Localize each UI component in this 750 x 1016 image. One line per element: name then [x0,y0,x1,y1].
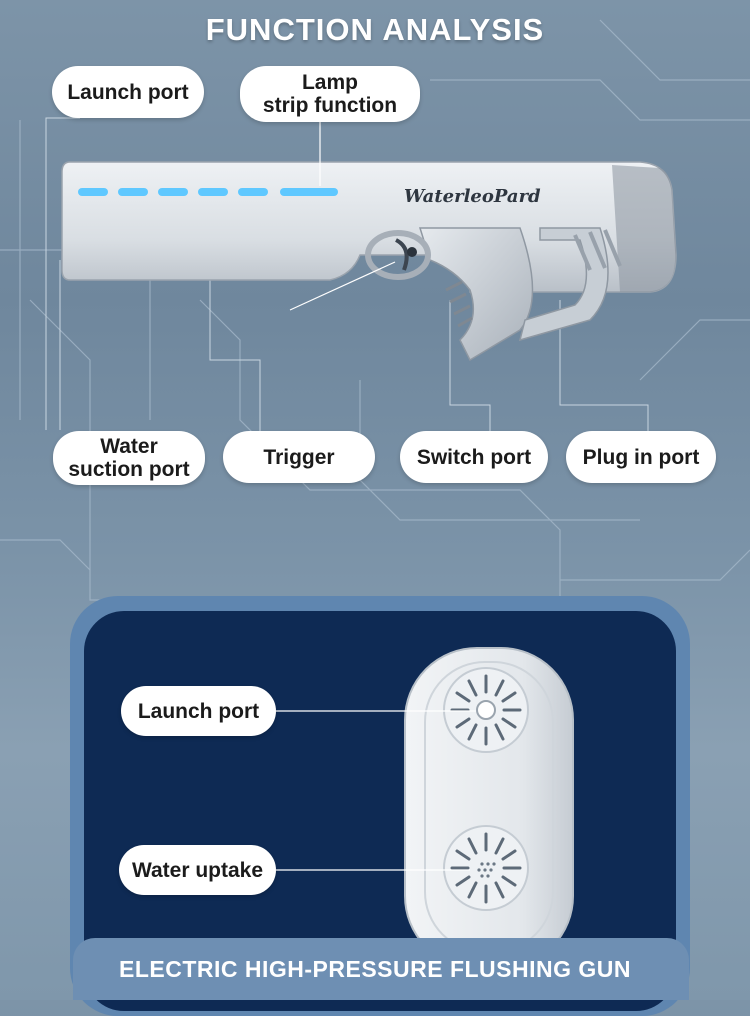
label-text: Launch port [137,699,260,723]
label-text: Lamp [301,71,358,94]
label-text: Switch port [416,445,532,469]
gun-grip [418,227,534,362]
launch-port-vent-icon [443,667,529,753]
lamp-strip [78,188,338,196]
footer-title: ELECTRIC HIGH-PRESSURE FLUSHING GUN [118,956,632,982]
brand-logo: WaterleoPard [404,186,541,207]
label-text: Trigger [263,445,335,469]
label-plug-in-port: Plug in port [566,431,716,483]
page-title: FUNCTION ANALYSIS [205,12,545,47]
water-gun-illustration [61,118,677,362]
label-water-suction-port: Water suction port [53,431,205,485]
label-text: Plug in port [582,445,700,469]
label-text: suction port [68,458,190,481]
water-uptake-vent-icon [443,825,529,911]
label-lamp-strip: Lamp strip function [240,66,420,122]
label-launch-port-top: Launch port [52,66,204,118]
label-text: Launch port [67,80,189,104]
label-text: Water [100,435,158,458]
label-water-uptake: Water uptake [119,845,276,895]
footer-bar [73,938,689,1000]
label-trigger: Trigger [223,431,375,483]
label-launch-port-bottom: Launch port [121,686,276,736]
label-text: Water uptake [131,858,264,882]
trigger-guard [365,230,431,280]
trigger-icon [394,238,409,271]
label-text: strip function [262,94,398,117]
label-switch-port: Switch port [400,431,548,483]
